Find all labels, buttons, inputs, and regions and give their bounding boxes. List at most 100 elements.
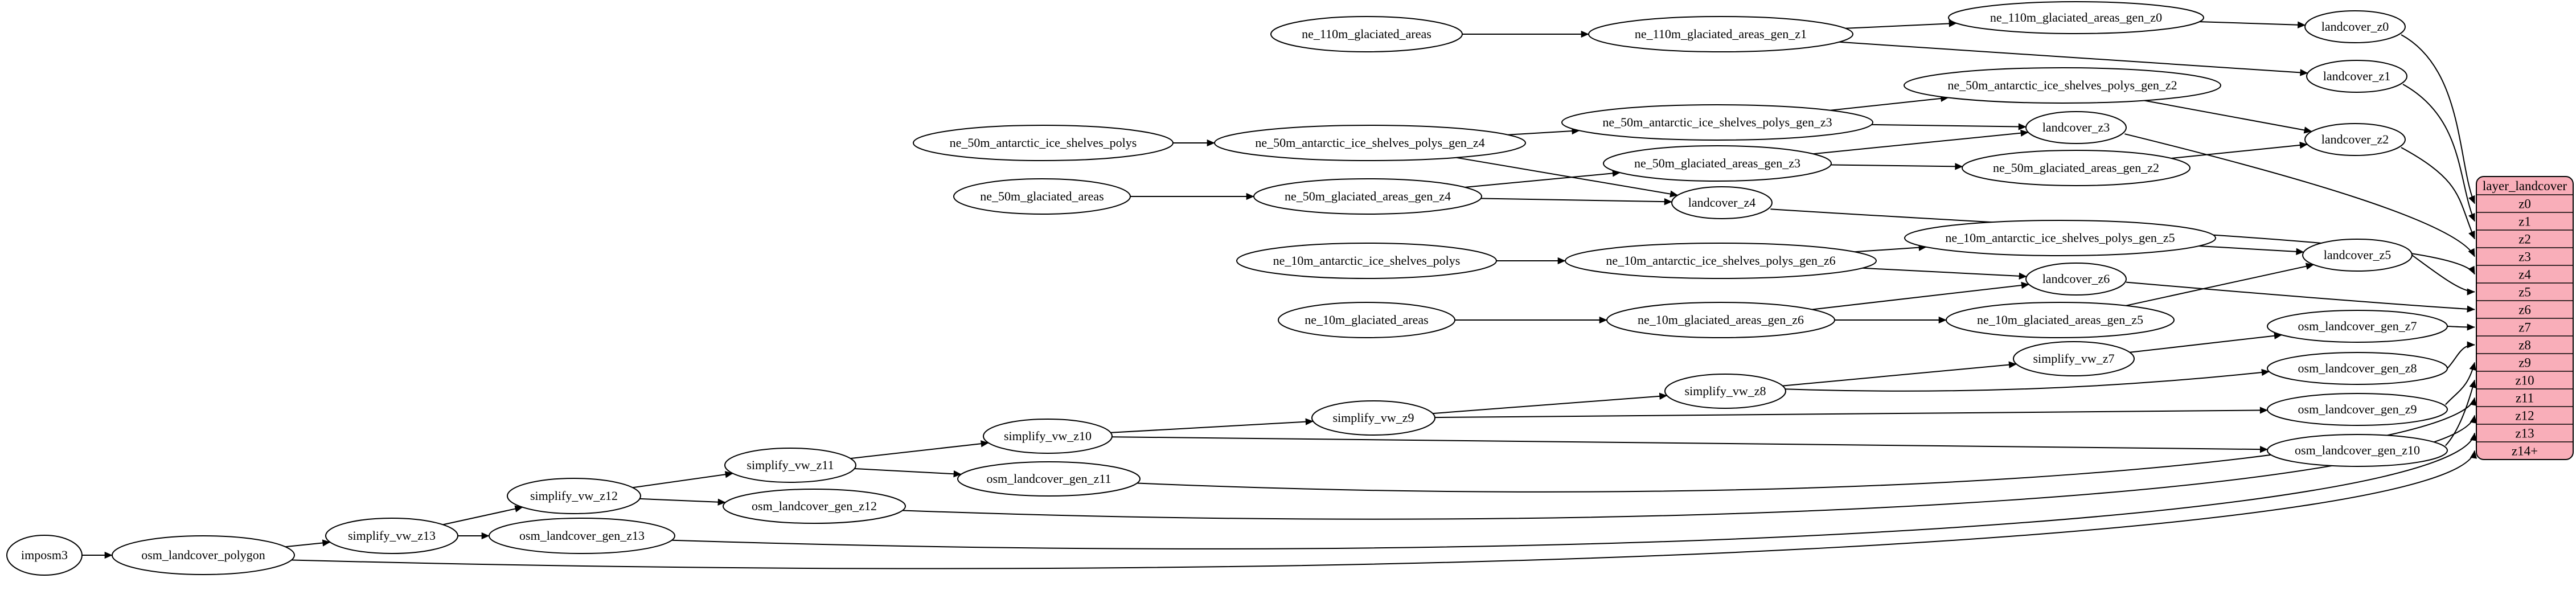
table-title: layer_landcover	[2483, 179, 2567, 193]
node-ne_50m_glaciated_areas_gen_z2: ne_50m_glaciated_areas_gen_z2	[1962, 150, 2191, 186]
node-label-simplify_vw_z7: simplify_vw_z7	[2033, 351, 2115, 366]
node-ellipse-ne_50m_glaciated_areas_gen_z2	[1962, 150, 2191, 186]
node-label-landcover_z4: landcover_z4	[1688, 195, 1756, 210]
node-label-ne_50m_antarctic_ice_shelves_polys: ne_50m_antarctic_ice_shelves_polys	[950, 136, 1137, 150]
node-simplify_vw_z11: simplify_vw_z11	[724, 448, 856, 483]
node-label-ne_110m_glaciated_areas_gen_z0: ne_110m_glaciated_areas_gen_z0	[1990, 10, 2162, 24]
node-osm_landcover_gen_z12: osm_landcover_gen_z12	[723, 489, 906, 524]
node-landcover_z1: landcover_z1	[2306, 60, 2407, 93]
node-ellipse-landcover_z2	[2304, 123, 2406, 156]
node-osm_landcover_gen_z8: osm_landcover_gen_z8	[2267, 352, 2448, 385]
edge-ne_110m_glaciated_areas_gen_z0-to-landcover_z0	[2199, 21, 2306, 28]
node-label-ne_110m_glaciated_areas_gen_z1: ne_110m_glaciated_areas_gen_z1	[1635, 27, 1807, 41]
node-ellipse-osm_landcover_gen_z8	[2267, 352, 2448, 385]
edge-simplify_vw_z10-to-simplify_vw_z9	[1110, 418, 1314, 433]
edge-osm_landcover_gen_z10-to-row-z10	[2445, 379, 2476, 446]
edge-ne_50m_glaciated_areas_gen_z4-to-landcover_z4	[1480, 198, 1672, 206]
table-row-z6: z6	[2518, 303, 2531, 317]
node-ne_10m_glaciated_areas: ne_10m_glaciated_areas	[1278, 302, 1455, 338]
node-label-landcover_z0: landcover_z0	[2321, 19, 2389, 34]
node-ellipse-ne_50m_antarctic_ice_shelves_polys	[913, 125, 1174, 161]
node-ellipse-ne_110m_glaciated_areas_gen_z1	[1588, 16, 1853, 52]
node-landcover_z5: landcover_z5	[2302, 239, 2413, 272]
node-label-simplify_vw_z10: simplify_vw_z10	[1004, 429, 1092, 443]
node-ellipse-osm_landcover_gen_z11	[957, 461, 1141, 497]
node-label-simplify_vw_z12: simplify_vw_z12	[530, 489, 618, 503]
node-label-ne_50m_antarctic_ice_shelves_polys_gen_z4: ne_50m_antarctic_ice_shelves_polys_gen_z…	[1255, 136, 1484, 150]
node-label-osm_landcover_gen_z12: osm_landcover_gen_z12	[752, 499, 877, 513]
node-ne_50m_glaciated_areas_gen_z4: ne_50m_glaciated_areas_gen_z4	[1253, 178, 1482, 215]
node-label-ne_50m_antarctic_ice_shelves_polys_gen_z2: ne_50m_antarctic_ice_shelves_polys_gen_z…	[1947, 78, 2177, 92]
node-osm_landcover_gen_z13: osm_landcover_gen_z13	[489, 518, 675, 554]
node-label-landcover_z5: landcover_z5	[2324, 248, 2392, 262]
node-ellipse-osm_landcover_gen_z9	[2267, 393, 2448, 426]
node-simplify_vw_z7: simplify_vw_z7	[2013, 341, 2135, 376]
node-simplify_vw_z12: simplify_vw_z12	[507, 478, 641, 514]
edge-ne_50m_antarctic_ice_shelves_polys_gen_z3-to-ne_50m_antarctic_ice_shelves_polys_gen_z2	[1830, 95, 1949, 111]
node-ne_50m_glaciated_areas: ne_50m_glaciated_areas	[953, 178, 1131, 215]
node-label-simplify_vw_z13: simplify_vw_z13	[348, 528, 436, 543]
node-ellipse-ne_50m_antarctic_ice_shelves_polys_gen_z4	[1214, 125, 1526, 161]
edge-simplify_vw_z8-to-osm_landcover_gen_z8	[1785, 368, 2270, 392]
node-landcover_z6: landcover_z6	[2025, 263, 2127, 296]
node-label-ne_10m_antarctic_ice_shelves_polys: ne_10m_antarctic_ice_shelves_polys	[1273, 253, 1461, 268]
edge-simplify_vw_z11-to-simplify_vw_z10	[850, 440, 989, 460]
node-ne_10m_glaciated_areas_gen_z5: ne_10m_glaciated_areas_gen_z5	[1946, 302, 2175, 338]
node-ellipse-simplify_vw_z12	[507, 478, 641, 514]
node-label-osm_landcover_gen_z11: osm_landcover_gen_z11	[986, 471, 1111, 486]
node-ne_50m_antarctic_ice_shelves_polys_gen_z4: ne_50m_antarctic_ice_shelves_polys_gen_z…	[1214, 125, 1526, 161]
table-row-z5: z5	[2518, 285, 2531, 300]
node-ne_110m_glaciated_areas: ne_110m_glaciated_areas	[1270, 16, 1463, 52]
edge-osm_landcover_gen_z13-to-row-z13	[672, 432, 2477, 550]
node-ne_10m_glaciated_areas_gen_z6: ne_10m_glaciated_areas_gen_z6	[1606, 302, 1835, 338]
edge-osm_landcover_gen_z11-to-row-z11	[1137, 397, 2477, 493]
node-imposm3: imposm3	[6, 535, 83, 576]
node-label-osm_landcover_gen_z13: osm_landcover_gen_z13	[519, 528, 645, 543]
edge-simplify_vw_z9-to-osm_landcover_gen_z9	[1434, 407, 2268, 419]
node-simplify_vw_z8: simplify_vw_z8	[1664, 374, 1786, 409]
edge-ne_50m_glaciated_areas_gen_z4-to-ne_50m_glaciated_areas_gen_z3	[1465, 170, 1621, 188]
node-label-ne_50m_glaciated_areas_gen_z2: ne_50m_glaciated_areas_gen_z2	[1993, 161, 2159, 175]
node-ellipse-ne_110m_glaciated_areas_gen_z0	[1948, 1, 2204, 34]
edge-ne_10m_antarctic_ice_shelves_polys_gen_z6-to-landcover_z6	[1862, 267, 2027, 280]
edge-landcover_z3-to-row-z3	[2124, 133, 2475, 257]
node-ellipse-simplify_vw_z8	[1664, 374, 1786, 409]
edge-osm_landcover_gen_z9-to-row-z9	[2445, 362, 2476, 405]
node-ne_50m_antarctic_ice_shelves_polys_gen_z2: ne_50m_antarctic_ice_shelves_polys_gen_z…	[1904, 67, 2221, 104]
edge-landcover_z1-to-row-z1	[2402, 84, 2475, 222]
edge-simplify_vw_z13-to-simplify_vw_z12	[442, 505, 523, 526]
edge-ne_50m_antarctic_ice_shelves_polys_gen_z4-to-ne_50m_antarctic_ice_shelves_polys_gen_z3	[1508, 127, 1580, 136]
node-ellipse-simplify_vw_z10	[983, 419, 1113, 454]
edge-ne_10m_antarctic_ice_shelves_polys_gen_z6-to-ne_10m_antarctic_ice_shelves_polys_gen_z5	[1854, 244, 1927, 253]
node-ellipse-landcover_z6	[2025, 263, 2127, 296]
node-ne_10m_antarctic_ice_shelves_polys_gen_z5: ne_10m_antarctic_ice_shelves_polys_gen_z…	[1904, 220, 2216, 256]
node-ellipse-simplify_vw_z9	[1311, 400, 1435, 436]
node-ellipse-ne_50m_antarctic_ice_shelves_polys_gen_z3	[1561, 104, 1873, 141]
node-ellipse-ne_50m_glaciated_areas_gen_z3	[1603, 145, 1832, 182]
node-ne_50m_antarctic_ice_shelves_polys_gen_z3: ne_50m_antarctic_ice_shelves_polys_gen_z…	[1561, 104, 1873, 141]
node-label-ne_50m_antarctic_ice_shelves_polys_gen_z3: ne_50m_antarctic_ice_shelves_polys_gen_z…	[1602, 115, 1832, 129]
node-osm_landcover_gen_z10: osm_landcover_gen_z10	[2267, 434, 2448, 467]
node-ellipse-ne_50m_glaciated_areas	[953, 178, 1131, 215]
edge-ne_10m_antarctic_ice_shelves_polys_gen_z5-to-landcover_z5	[2198, 245, 2304, 255]
node-label-ne_50m_glaciated_areas_gen_z4: ne_50m_glaciated_areas_gen_z4	[1285, 189, 1451, 203]
node-label-imposm3: imposm3	[21, 548, 68, 562]
node-osm_landcover_gen_z11: osm_landcover_gen_z11	[957, 461, 1141, 497]
table-row-z7: z7	[2518, 321, 2531, 335]
edge-simplify_vw_z12-to-simplify_vw_z11	[632, 471, 733, 489]
node-ellipse-ne_50m_antarctic_ice_shelves_polys_gen_z2	[1904, 67, 2221, 104]
edge-simplify_vw_z9-to-simplify_vw_z8	[1433, 392, 1668, 415]
node-ellipse-ne_10m_antarctic_ice_shelves_polys_gen_z6	[1565, 243, 1877, 279]
node-ellipse-landcover_z1	[2306, 60, 2407, 93]
edge-landcover_z4-to-row-z4	[1770, 208, 2475, 275]
node-simplify_vw_z10: simplify_vw_z10	[983, 419, 1113, 454]
node-label-osm_landcover_gen_z9: osm_landcover_gen_z9	[2298, 402, 2417, 416]
node-ellipse-simplify_vw_z11	[724, 448, 856, 483]
node-label-simplify_vw_z8: simplify_vw_z8	[1685, 384, 1766, 398]
edge-ne_50m_glaciated_areas_gen_z3-to-landcover_z3	[1813, 129, 2029, 155]
edge-osm_landcover_polygon-to-simplify_vw_z13	[285, 539, 331, 548]
node-ne_110m_glaciated_areas_gen_z1: ne_110m_glaciated_areas_gen_z1	[1588, 16, 1853, 52]
node-label-ne_10m_glaciated_areas_gen_z5: ne_10m_glaciated_areas_gen_z5	[1977, 313, 2143, 327]
